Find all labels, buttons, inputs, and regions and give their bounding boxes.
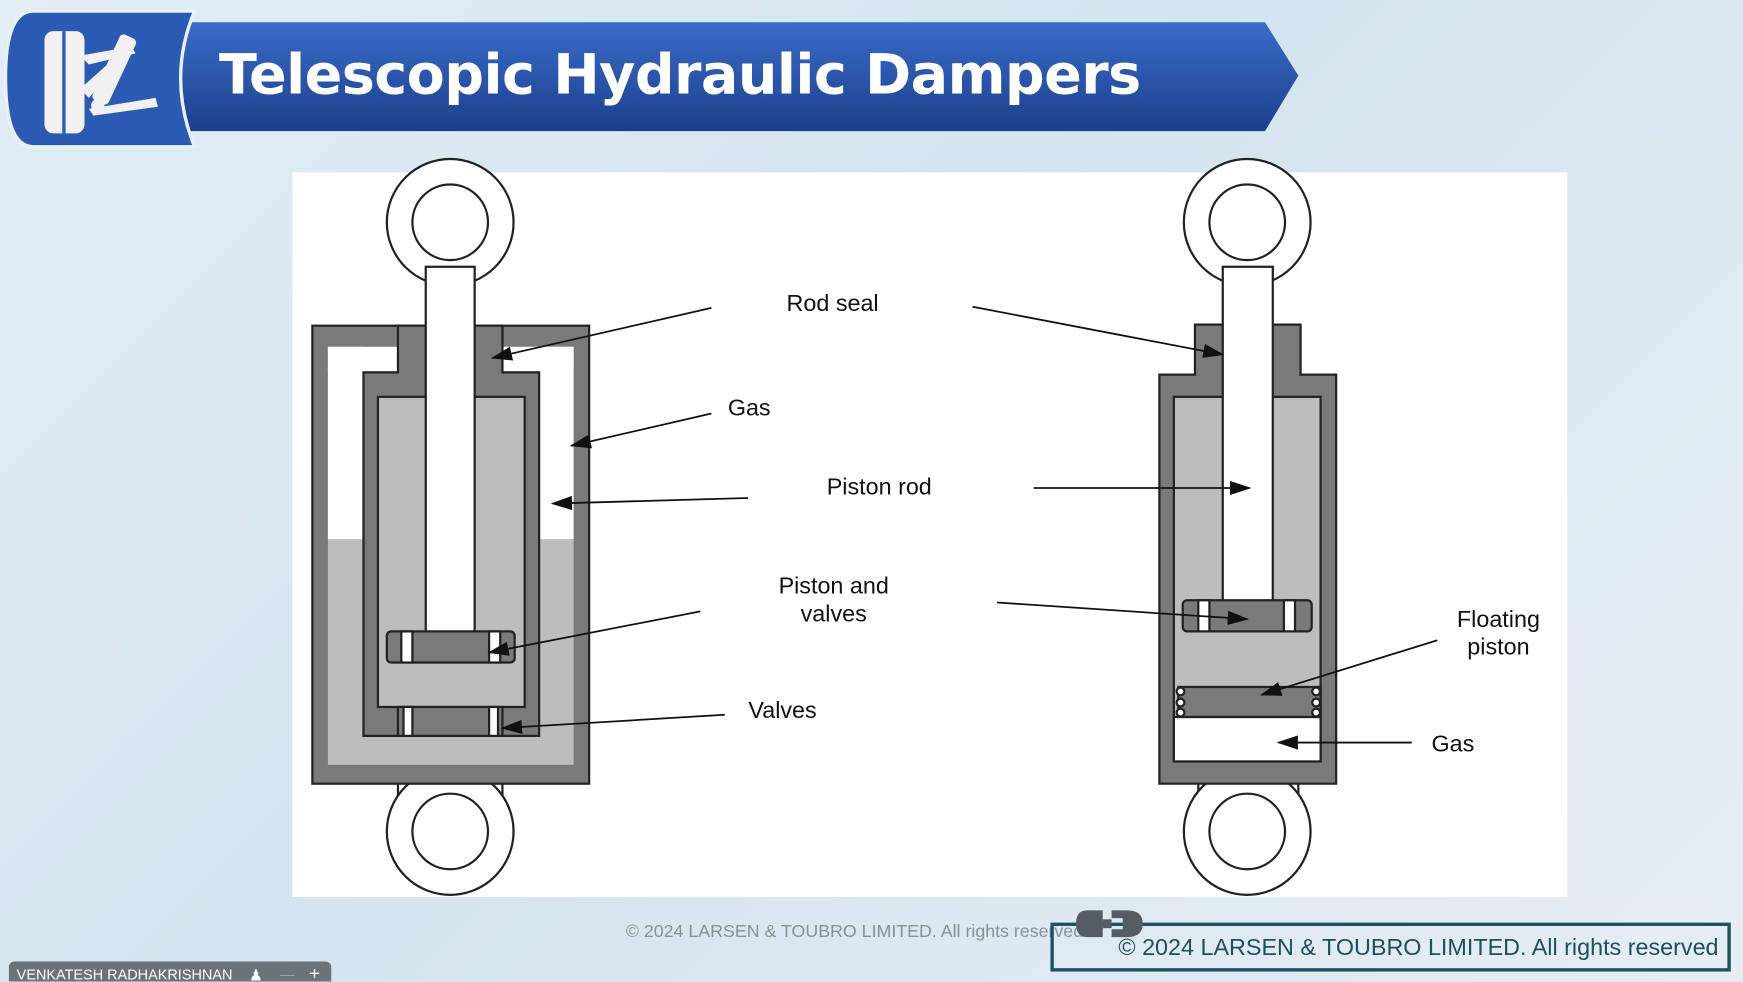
label-floating-piston-1: Floating <box>1457 606 1540 632</box>
faint-copyright: © 2024 LARSEN & TOUBRO LIMITED. All righ… <box>625 922 1084 942</box>
copyright-text: © 2024 LARSEN & TOUBRO LIMITED. All righ… <box>1118 934 1719 961</box>
label-gas-left: Gas <box>728 395 771 421</box>
label-floating-piston-2: piston <box>1467 634 1529 660</box>
label-piston-and-valves-1: Piston and <box>779 573 889 599</box>
label-piston-and-valves-2: valves <box>801 600 867 626</box>
arrow-gas-left-1 <box>569 412 712 449</box>
label-piston-rod: Piston rod <box>827 474 932 500</box>
suspension-wheel-icon <box>44 31 158 134</box>
minimize-button[interactable]: — <box>280 965 295 982</box>
presenter-name-tag[interactable]: VENKATESH RADHAKRISHNAN ♟ — + <box>8 961 332 982</box>
copyright-box: © 2024 LARSEN & TOUBRO LIMITED. All righ… <box>1050 922 1731 972</box>
arrow-valves <box>500 713 725 735</box>
presenter-icon: ♟ <box>248 965 263 982</box>
add-button[interactable]: + <box>309 962 321 982</box>
presenter-name: VENKATESH RADHAKRISHNAN <box>16 965 233 982</box>
arrow-rod-seal-right <box>972 305 1225 358</box>
plug-icon <box>1076 910 1143 938</box>
arrow-rod-seal-left <box>490 307 712 361</box>
label-valves: Valves <box>748 697 816 723</box>
arrow-piston-right <box>997 601 1249 625</box>
title-banner <box>3 9 1299 149</box>
label-rod-seal: Rod seal <box>787 290 879 316</box>
arrow-piston-left <box>487 610 701 656</box>
arrow-floating-piston <box>1259 639 1438 696</box>
mono-tube-damper <box>1158 157 1338 896</box>
slide-title: Telescopic Hydraulic Dampers <box>218 42 1141 107</box>
leader-arrows <box>487 305 1438 750</box>
twin-tube-damper <box>311 157 591 896</box>
label-gas-right: Gas <box>1431 730 1474 756</box>
arrow-gas-left-2 <box>550 495 749 511</box>
